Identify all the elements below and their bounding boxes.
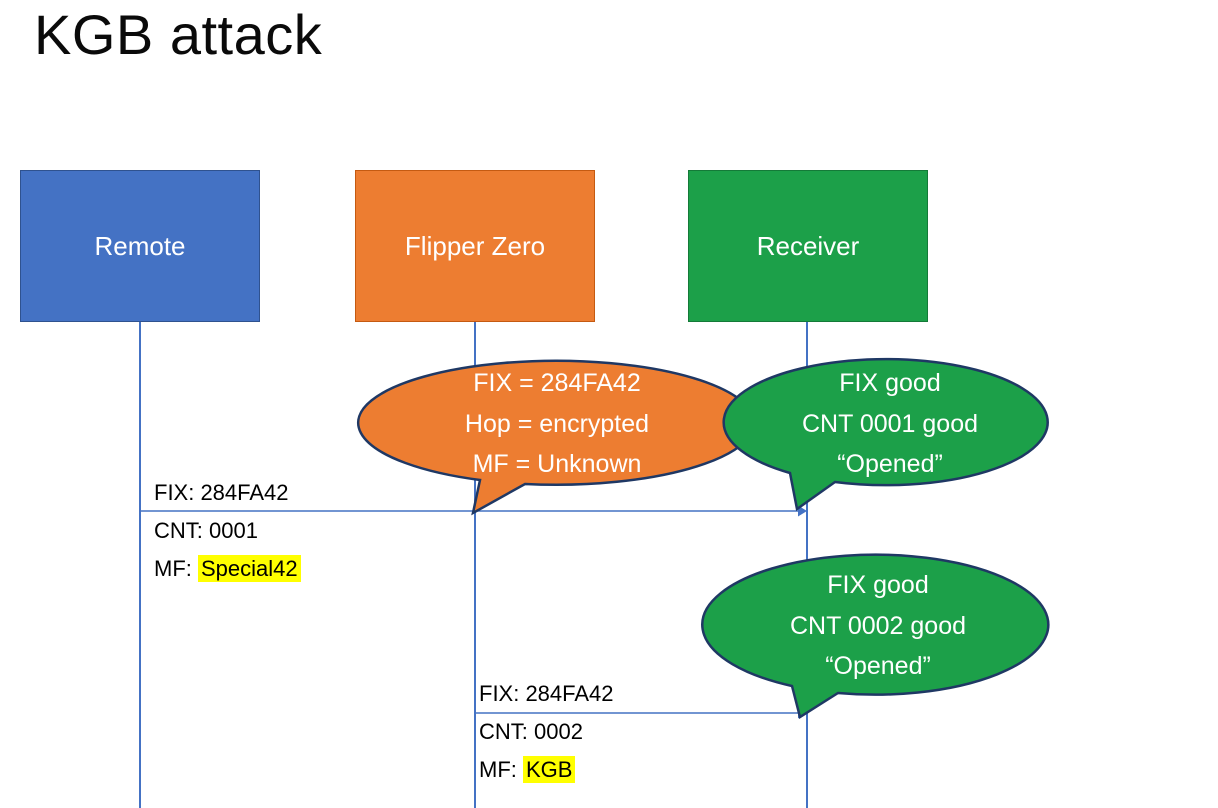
message2-mf-prefix: MF: bbox=[479, 757, 523, 782]
actor-box-remote: Remote bbox=[20, 170, 260, 322]
message2-mf-label: MF: KGB bbox=[479, 756, 576, 783]
receiver-bubble2-line-1: FIX good bbox=[827, 571, 928, 599]
message1-mf-label: MF: Special42 bbox=[154, 555, 301, 582]
flipper-analysis-bubble bbox=[356, 359, 756, 516]
message2-fix-label: FIX: 284FA42 bbox=[479, 681, 614, 706]
receiver-bubble1-line-1: FIX good bbox=[839, 369, 940, 397]
slide-title: KGB attack bbox=[34, 3, 323, 66]
message-arrow-1-head bbox=[798, 505, 807, 517]
message2-mf-highlighted-value: KGB bbox=[523, 756, 576, 783]
lifeline-remote bbox=[139, 322, 141, 808]
actor-label-remote: Remote bbox=[94, 230, 186, 261]
message2-cnt-label: CNT: 0002 bbox=[479, 719, 583, 744]
lifeline-flipper-zero bbox=[474, 322, 476, 808]
actor-box-flipper-zero: Flipper Zero bbox=[355, 170, 595, 322]
actor-label-receiver: Receiver bbox=[756, 230, 860, 261]
receiver-bubble2-line-3: “Opened” bbox=[825, 652, 931, 680]
receiver-bubble1-line-2: CNT 0001 good bbox=[802, 410, 978, 438]
message1-cnt-label: CNT: 0001 bbox=[154, 518, 258, 543]
flipper-bubble-line-3: MF = Unknown bbox=[473, 450, 642, 478]
flipper-bubble-line-1: FIX = 284FA42 bbox=[473, 369, 640, 397]
receiver-bubble1-line-3: “Opened” bbox=[837, 450, 943, 478]
receiver-response-bubble-2 bbox=[701, 553, 1050, 719]
actor-label-flipper-zero: Flipper Zero bbox=[404, 230, 546, 261]
message1-mf-highlighted-value: Special42 bbox=[198, 555, 301, 582]
receiver-bubble2-line-2: CNT 0002 good bbox=[790, 612, 966, 640]
flipper-bubble-line-2: Hop = encrypted bbox=[465, 410, 649, 438]
receiver-response-bubble-1 bbox=[722, 357, 1049, 512]
message1-mf-prefix: MF: bbox=[154, 556, 198, 581]
message1-fix-label: FIX: 284FA42 bbox=[154, 480, 289, 505]
actor-box-receiver: Receiver bbox=[688, 170, 928, 322]
